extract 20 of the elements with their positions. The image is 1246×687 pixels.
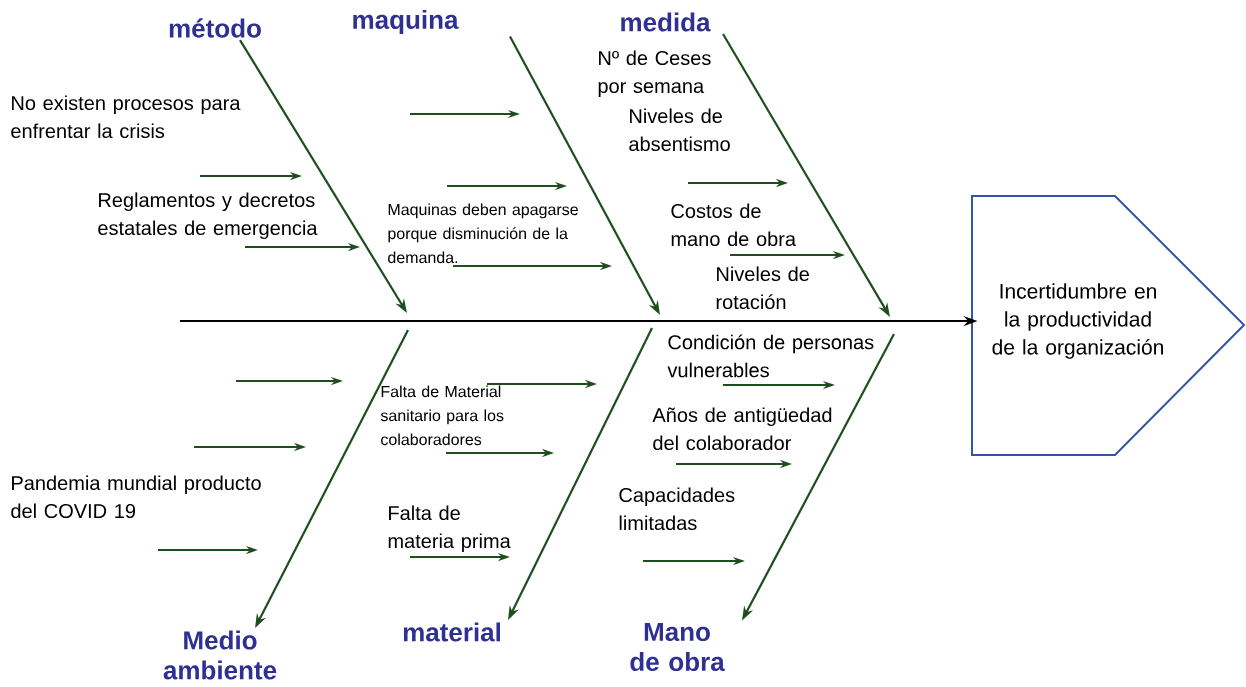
cause-label: Capacidades limitadas [619, 487, 735, 531]
cause-label: Pandemia mundial producto del COVID 19 [11, 475, 261, 519]
cause-label: Falta de materia prima [388, 505, 511, 553]
cause-label: No existen procesos para enfrentar la crisis [11, 95, 241, 139]
cause-label: Años de antigüedad del colaborador [652, 407, 832, 451]
effect-box: Incertidumbre en la productividad de la organización [971, 195, 1246, 456]
category-heading: material [403, 622, 501, 642]
cause-label: Costos de mano de obra [671, 203, 796, 247]
category-heading: medida [621, 12, 711, 32]
cause-label: Niveles de rotación [716, 266, 809, 310]
cause-label: Falta de Material sanitario para los colaboradores [380, 385, 504, 446]
category-heading: Medio ambiente [163, 630, 277, 680]
cause-label: Maquinas deben apagarse porque disminución de la demanda. [388, 203, 578, 264]
cause-label: Condición de personas vulnerables [667, 334, 874, 378]
category-heading: Mano de obra [630, 622, 725, 672]
cause-label: Nº de Ceses por semana [598, 50, 711, 98]
cause-label: Reglamentos y decretos estatales de emergencia [98, 192, 318, 240]
category-heading: maquina [353, 9, 459, 35]
cause-label: Niveles de absentismo [629, 108, 730, 152]
category-heading: método [169, 18, 261, 38]
